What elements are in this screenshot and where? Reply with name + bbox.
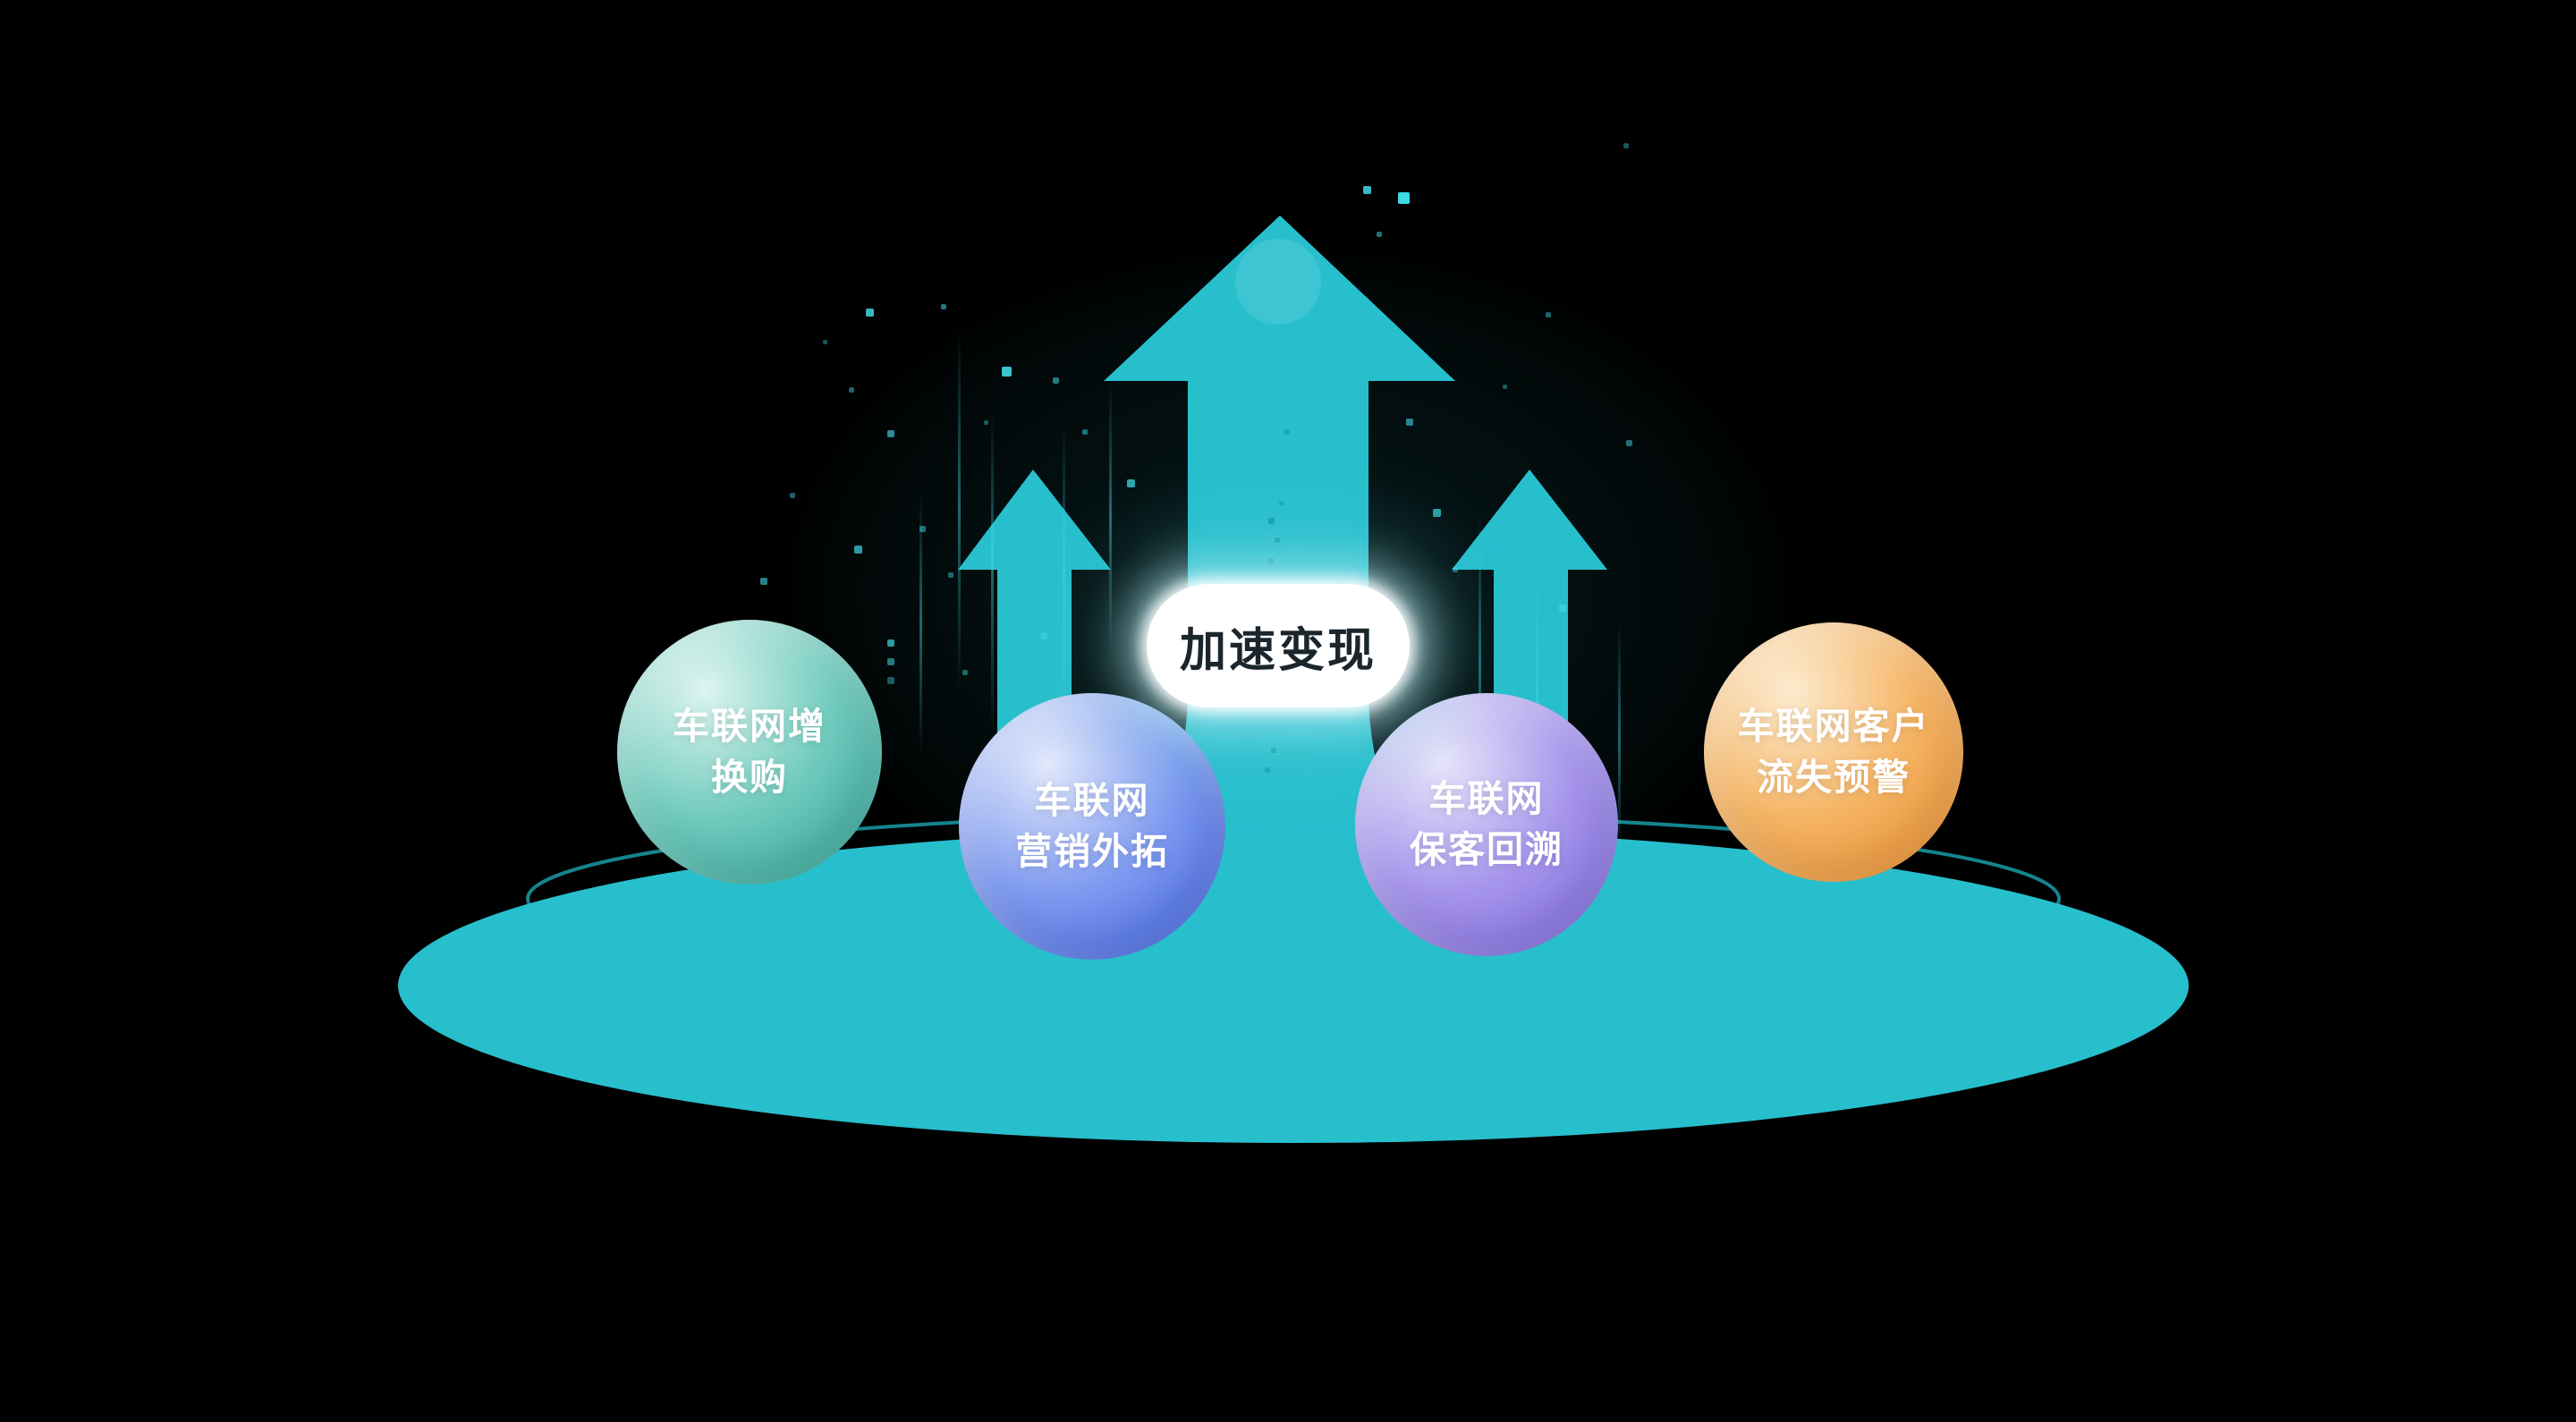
sphere-telematics-churn-warning: 车联网客户 流失预警: [1704, 622, 1963, 882]
left-growth-arrow: [958, 470, 1111, 894]
sphere-telematics-upgrade-repurchase: 车联网增 换购: [617, 620, 882, 885]
sphere-telematics-customer-retention: 车联网 保客回溯: [1355, 693, 1618, 956]
center-label-pill: 加速变现: [1147, 584, 1410, 707]
sphere-label-line: 流失预警: [1757, 757, 1911, 798]
sphere-label-line: 车联网客户: [1737, 706, 1930, 748]
sphere-label: 车联网 保客回溯: [1410, 774, 1563, 875]
sphere-label-line: 车联网: [1428, 778, 1545, 820]
sphere-label-line: 营销外拓: [1015, 831, 1169, 872]
arrow-tip-highlight: [1235, 239, 1321, 325]
sphere-label-line: 车联网: [1034, 780, 1150, 822]
sphere-label: 车联网客户 流失预警: [1738, 701, 1930, 802]
sphere-label: 车联网增 换购: [673, 701, 826, 802]
center-label-text: 加速变现: [1179, 624, 1377, 677]
sphere-telematics-marketing-expansion: 车联网 营销外拓: [959, 693, 1225, 960]
sphere-label-line: 换购: [711, 757, 788, 798]
sphere-label-line: 车联网增: [673, 706, 826, 748]
sphere-label: 车联网 营销外拓: [1015, 775, 1169, 876]
platform-disc: [398, 828, 2189, 1143]
sphere-label-line: 保客回溯: [1410, 829, 1563, 870]
center-growth-arrow: [1104, 216, 1455, 872]
